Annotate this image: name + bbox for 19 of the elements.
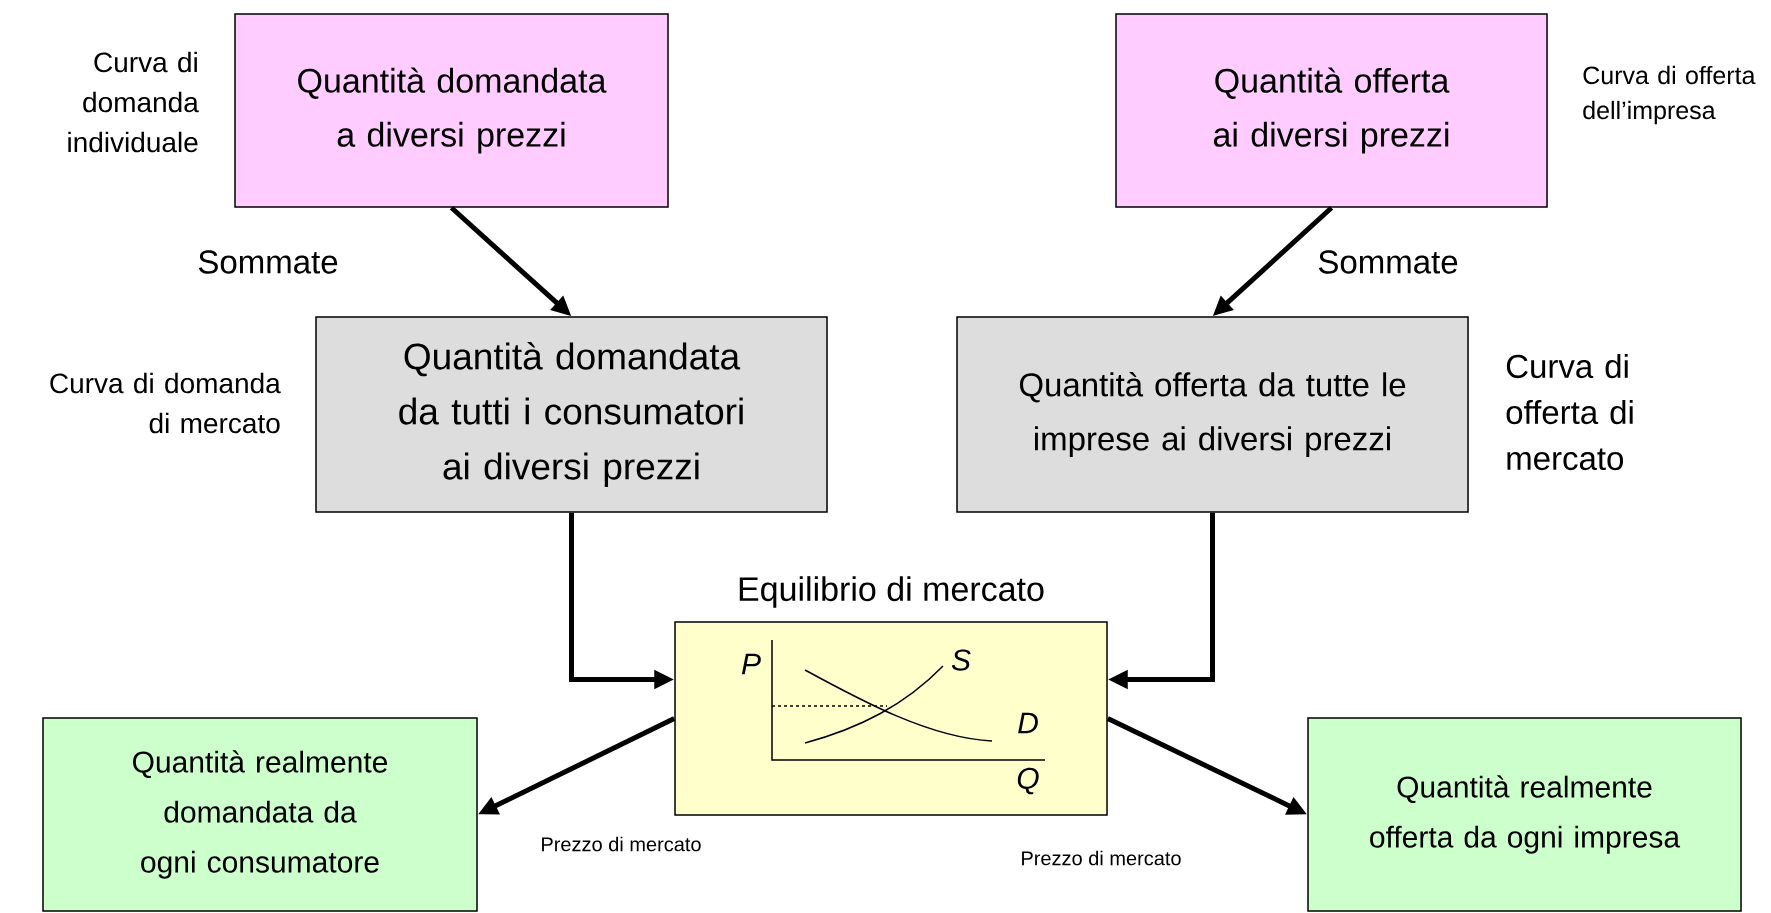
edge-label: Prezzo di mercato [542,836,701,852]
axis-label: D [1018,712,1038,734]
process-box: Quantità domandata da tutti i consumatori ai diversi prezzi [315,316,828,513]
axis-label: Q [1017,767,1039,795]
result-box: Quantità realmente domandata da ogni consumatore [42,717,478,912]
side-label: Curva di domanda di mercato [50,372,281,434]
chart-title: Equilibrio di mercato [739,576,1044,608]
edge-label: Sommate [198,250,338,274]
result-box: Quantità realmente offerta da ogni impresa [1307,717,1742,912]
axis-label: P [741,653,761,675]
axis-label: S [951,649,971,671]
process-box: Quantità domandata a diversi prezzi [234,13,669,208]
process-box: Quantità offerta ai diversi prezzi [1115,13,1548,208]
edge-label: Prezzo di mercato [1022,850,1181,866]
side-label: Curva di domanda individuale [68,51,199,153]
side-label: Curva di offerta di mercato [1506,353,1633,471]
side-label: Curva di offerta dell’impresa [1583,65,1756,125]
process-box: Quantità offerta da tutte le imprese ai diversi prezzi [956,316,1469,513]
edge-label: Sommate [1318,250,1458,274]
